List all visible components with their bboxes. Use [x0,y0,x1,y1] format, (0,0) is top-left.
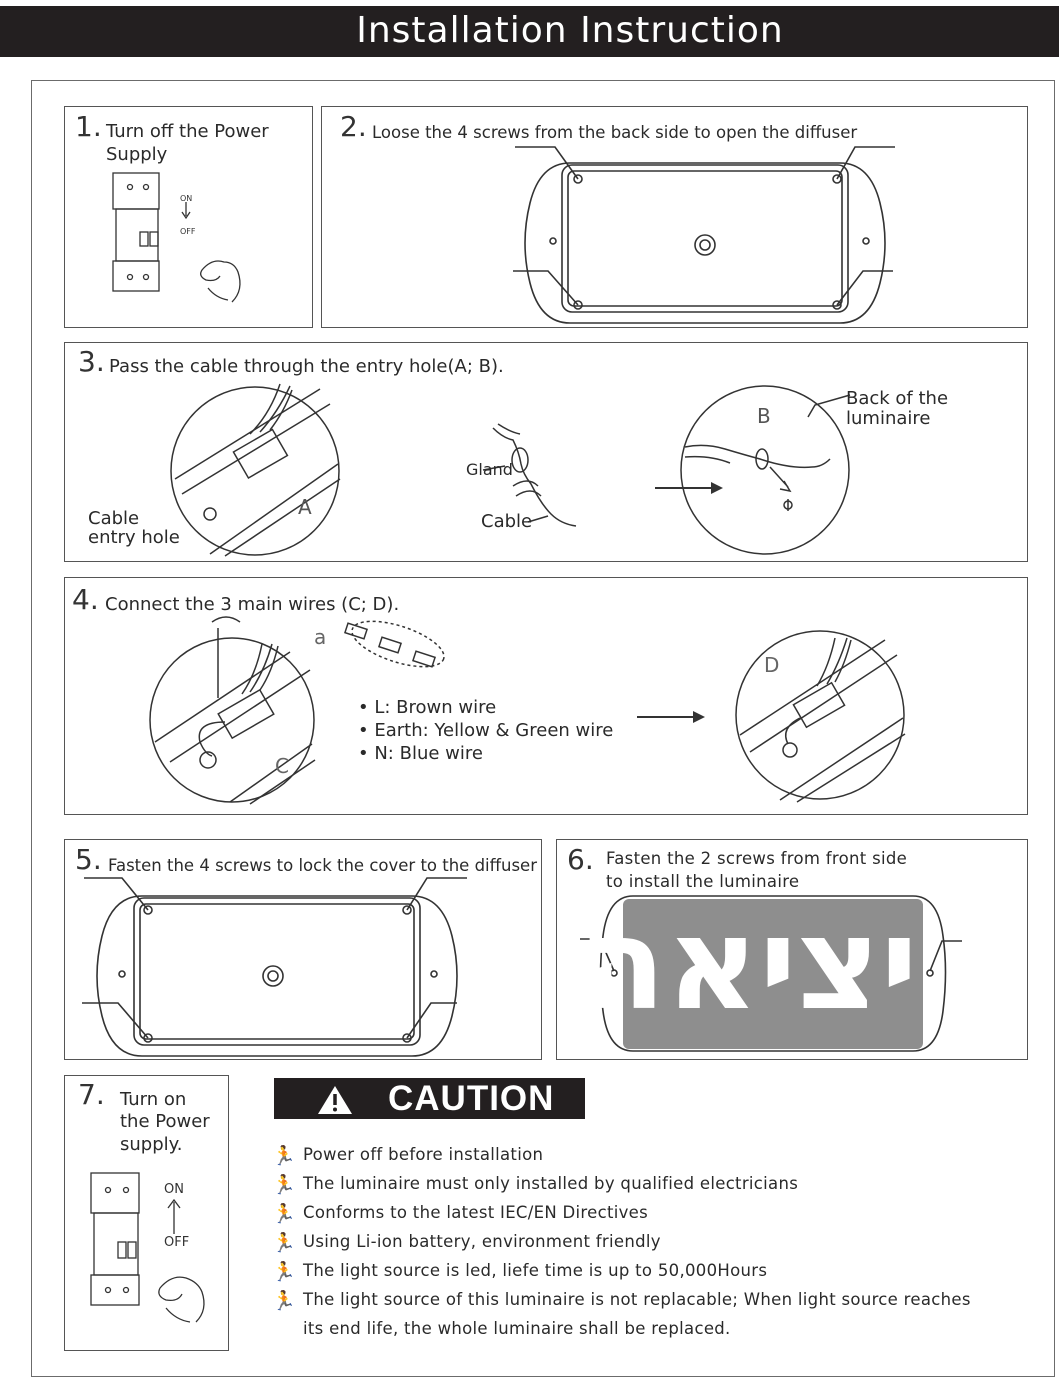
label-cable: Cable [481,511,533,532]
label-back-2: luminaire [846,408,931,429]
label-gland: Gland [466,460,513,479]
exit-sign-illustration [580,895,962,1052]
step-1-number: 1. [75,110,102,143]
arrow-to-b [655,482,723,494]
step-3-panel [64,342,1028,562]
step-3-text: Pass the cable through the entry hole(A;… [109,356,504,377]
wire-list: • L: Brown wire • Earth: Yellow & Green … [358,697,613,766]
wire-list-item: • Earth: Yellow & Green wire [358,720,614,741]
label-d: D [764,653,780,677]
step-7-panel [64,1075,229,1351]
arrow-to-d [637,711,705,723]
svg-text:ON: ON [164,1182,184,1197]
step-1-text-line2: Supply [106,144,168,165]
header-bar [0,6,1059,57]
running-man-icon: 🏃 [272,1146,296,1167]
step-4-panel [64,577,1028,815]
gland-cable-illustration [482,423,577,527]
step-4-number: 4. [72,583,99,616]
wire-connection-d-illustration [735,630,906,803]
label-a: A [298,495,312,519]
step-4-text: Connect the 3 main wires (C; D). [105,594,400,615]
caution-note-continuation: its end life, the whole luminaire shall … [303,1319,731,1338]
step-7-text-line1: Turn on [120,1089,187,1110]
step-5-panel [64,839,542,1060]
step-6-text-line1: Fasten the 2 screws from front side [606,849,908,868]
content-frame [31,80,1055,1377]
caution-note: Using Li-ion battery, environment friend… [303,1232,661,1251]
cable-entry-illustration [170,383,341,557]
running-man-icon: 🏃 [272,1204,296,1225]
caution-note: The light source of this luminaire is no… [303,1290,971,1309]
step-7-text-line3: supply. [120,1134,183,1155]
step-5-text: Fasten the 4 screws to lock the cover to… [108,856,537,875]
back-luminaire-illustration [680,385,851,555]
label-cable-entry-1: Cable [88,508,140,529]
step-5-number: 5. [75,843,102,876]
caution-title: CAUTION [388,1079,555,1118]
running-man-icon: 🏃 [272,1175,296,1196]
caution-note: Conforms to the latest IEC/EN Directives [303,1203,649,1222]
step-2-text: Loose the 4 screws from the back side to… [372,123,858,142]
caution-note: The light source is led, liefe time is u… [303,1261,768,1280]
step-6-panel [556,839,1028,1060]
step-1-panel [64,106,313,328]
step-6-text-line2: to install the luminaire [606,872,800,891]
running-man-icon: 🏃 [272,1233,296,1254]
exit-sign-text: יציאה [577,890,918,1039]
page-title: Installation Instruction [356,10,784,51]
diffuser-fasten-illustration [82,877,467,1057]
step-2-number: 2. [340,110,367,143]
svg-text:OFF: OFF [180,227,196,236]
diffuser-back-illustration [513,146,895,324]
running-man-icon: 🏃 [272,1291,296,1312]
breaker-off-illustration: ON OFF [112,172,241,303]
step-6-number: 6. [567,843,594,876]
running-man-icon: 🏃 [272,1262,296,1283]
wire-list-item: • N: Blue wire [358,743,483,764]
breaker-on-illustration: ON OFF [90,1172,205,1323]
label-back-1: Back of the [846,388,949,409]
label-cable-entry-2: entry hole [88,527,180,548]
wire-list-item: • L: Brown wire [358,697,497,718]
caution-note: Power off before installation [303,1145,544,1164]
step-7-number: 7. [78,1078,105,1111]
step-3-number: 3. [78,345,105,378]
svg-text:OFF: OFF [164,1235,189,1250]
warning-triangle-icon [318,1086,352,1114]
label-c: C [275,754,289,778]
step-7-text-line2: the Power [120,1111,210,1132]
wire-connection-c-illustration [149,616,445,805]
svg-text:ON: ON [180,194,192,203]
caution-note: The luminaire must only installed by qua… [303,1174,799,1193]
label-b: B [757,404,771,428]
step-1-text-line1: Turn off the Power [106,121,269,142]
step-2-panel [321,106,1028,328]
label-a-small: a [314,625,327,649]
